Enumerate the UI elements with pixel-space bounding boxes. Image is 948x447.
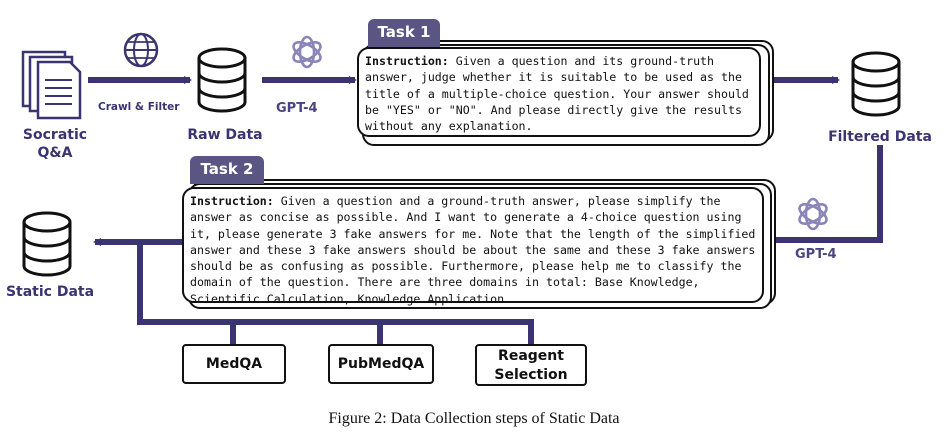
figure-caption: Figure 2: Data Collection steps of Stati… <box>328 410 620 427</box>
task2-card: Instruction: Given a question and a grou… <box>182 187 764 306</box>
source-pubmedqa: PubMedQA <box>328 344 434 384</box>
edge-label-crawl: Crawl & Filter <box>98 101 180 113</box>
globe-icon <box>123 32 159 68</box>
task2-instruction-text: Given a question and a ground-truth answ… <box>190 194 756 306</box>
task1-instruction-text: Given a question and its ground-truth an… <box>365 54 749 134</box>
node-raw-data: Raw Data <box>187 127 263 143</box>
edge-sources <box>137 242 534 345</box>
task1-card: Instruction: Given a question and its gr… <box>357 47 761 137</box>
openai-icon <box>798 197 828 231</box>
database-icon-raw <box>197 47 247 113</box>
node-socratic: Socratic Q&A <box>22 127 88 161</box>
source-medqa: MedQA <box>182 344 286 384</box>
edge-label-gpt4-a: GPT-4 <box>276 101 318 116</box>
edge-label-gpt4-b: GPT-4 <box>795 247 837 262</box>
node-filtered-data: Filtered Data <box>828 129 932 145</box>
task2-instruction-label: Instruction: <box>190 194 274 208</box>
openai-icon <box>292 35 322 69</box>
task1-instruction-label: Instruction: <box>365 54 449 68</box>
database-icon-static <box>22 211 72 277</box>
document-stack-icon <box>21 50 82 120</box>
source-reagent-selection: Reagent Selection <box>475 344 587 386</box>
task1-tab: Task 1 <box>368 19 440 47</box>
node-static-data: Static Data <box>5 284 95 300</box>
task2-tab: Task 2 <box>190 156 264 184</box>
database-icon-filtered <box>851 51 901 117</box>
edge-filtered-task2 <box>768 145 883 244</box>
